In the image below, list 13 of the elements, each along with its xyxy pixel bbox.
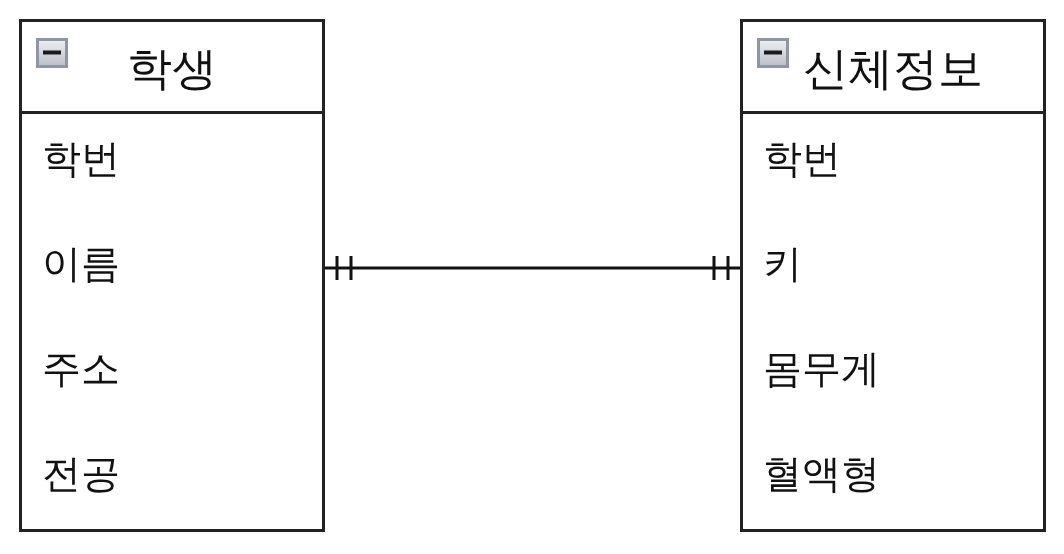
- entity-name: 학생: [127, 43, 217, 95]
- attribute-name: 키: [763, 241, 802, 287]
- attribute-name: 몸무게: [763, 346, 880, 392]
- attribute-name: 혈액형: [763, 451, 880, 497]
- entity-box: [19, 19, 325, 532]
- entity-name: 신체정보: [803, 43, 983, 95]
- attribute-name: 주소: [42, 346, 120, 392]
- entity-box: [740, 19, 1046, 532]
- attribute-name: 학번: [42, 136, 120, 182]
- attribute-name: 이름: [42, 241, 120, 287]
- attribute-name: 전공: [42, 451, 120, 497]
- relationship-line: [325, 256, 740, 280]
- attribute-name: 학번: [763, 136, 841, 182]
